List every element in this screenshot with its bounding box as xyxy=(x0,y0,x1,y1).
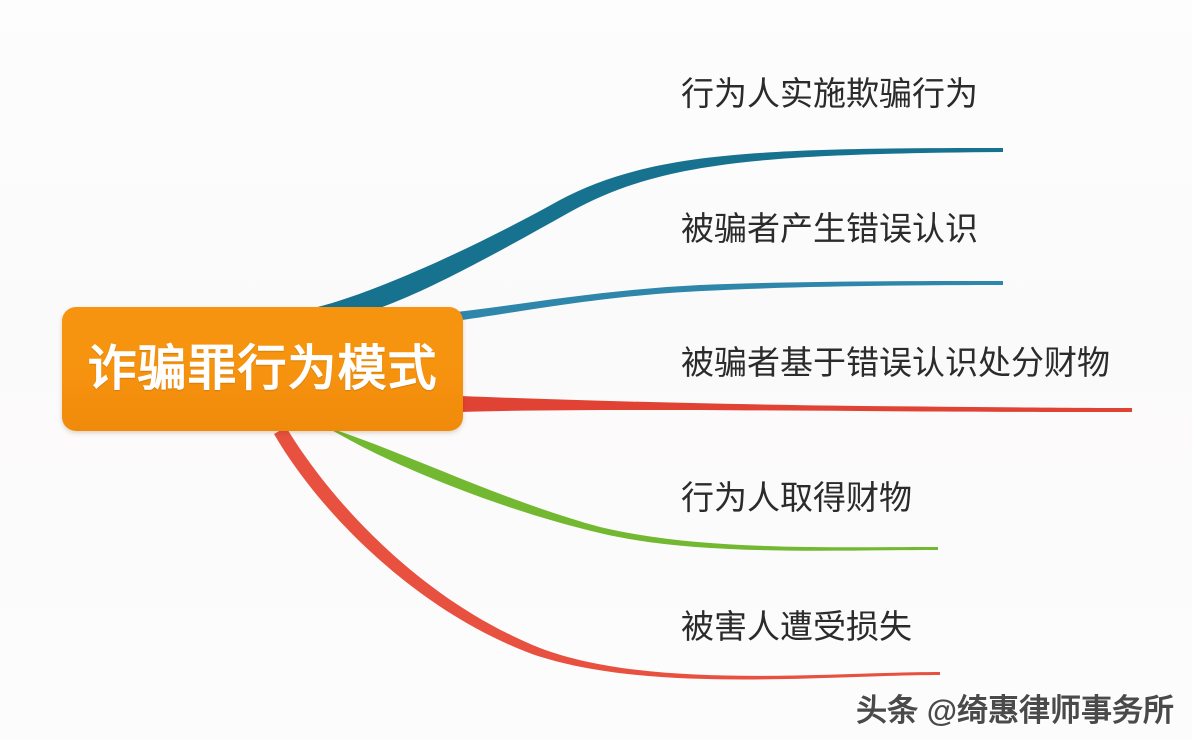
branch-label-disposal-of-property[interactable]: 被骗者基于错误认识处分财物 xyxy=(681,344,1110,381)
watermark-text: 头条 @绮惠律师事务所 xyxy=(856,693,1174,728)
branch-path-2 xyxy=(448,281,1003,320)
branch-label-deception-act[interactable]: 行为人实施欺骗行为 xyxy=(681,75,978,112)
branch-label-obtains-property[interactable]: 行为人取得财物 xyxy=(681,479,912,516)
branch-label-victim-loss[interactable]: 被害人遭受损失 xyxy=(681,608,912,645)
center-node-label: 诈骗罪行为模式 xyxy=(87,341,438,396)
center-node[interactable]: 诈骗罪行为模式 xyxy=(62,307,463,431)
branch-label-mistaken-belief[interactable]: 被骗者产生错误认识 xyxy=(681,210,978,247)
branch-path-1 xyxy=(300,148,1003,322)
branch-path-3 xyxy=(461,396,1132,412)
